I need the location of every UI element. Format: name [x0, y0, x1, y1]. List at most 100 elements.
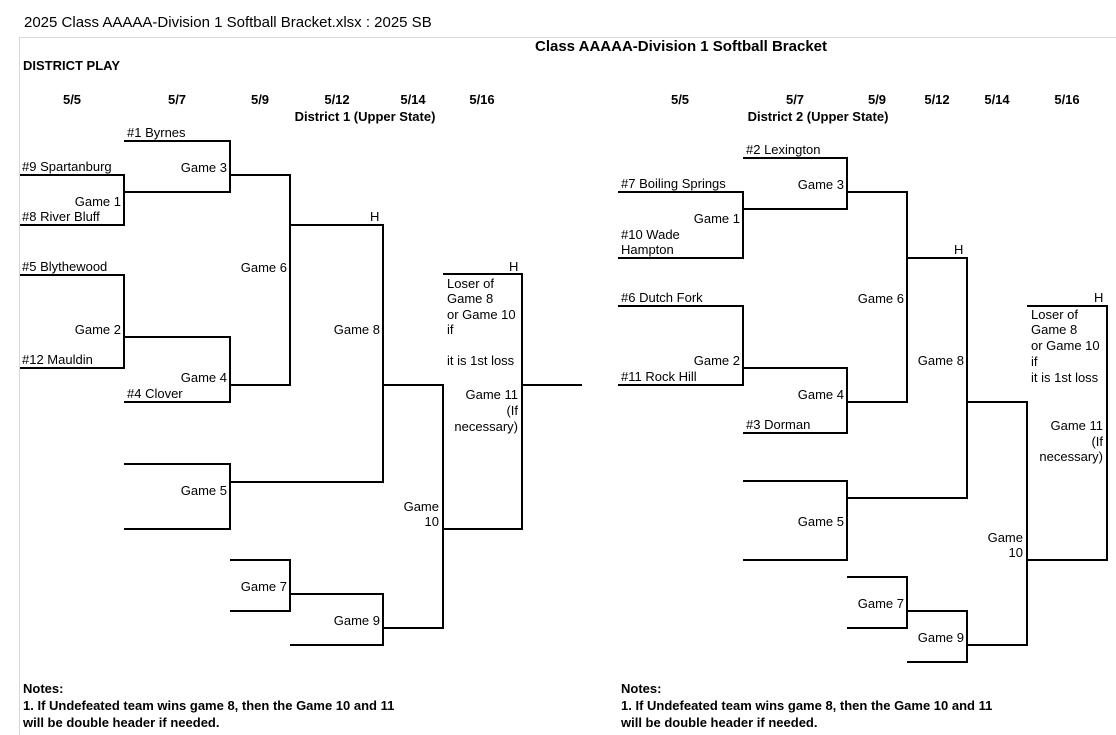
right-game1-label: Game 1	[693, 211, 740, 226]
right-home-g8: H	[954, 242, 964, 257]
left-home-g8: H	[370, 209, 380, 224]
right-game3-bracket	[743, 157, 848, 210]
left-district-label: District 1 (Upper State)	[294, 109, 436, 124]
left-game4-label: Game 4	[180, 370, 227, 385]
right-team-seed7: #7 Boiling Springs	[621, 176, 726, 191]
right-game5-bracket	[743, 480, 848, 561]
right-date-col2: 5/7	[785, 92, 805, 107]
right-game9-bracket	[907, 610, 968, 663]
right-game4-label: Game 4	[797, 387, 844, 402]
right-notes-heading: Notes:	[621, 681, 662, 696]
left-game6-bracket	[230, 174, 291, 386]
window-title: 2025 Class AAAAA-Division 1 Softball Bra…	[24, 14, 432, 31]
right-notes-line1: 1. If Undefeated team wins game 8, then …	[621, 698, 993, 713]
right-team-seed3: #3 Dorman	[746, 417, 811, 432]
left-game8-label: Game 8	[333, 322, 380, 337]
left-game11-label: Game 11	[465, 387, 518, 402]
right-game11-if: (If	[1091, 434, 1103, 449]
left-game8-bracket	[230, 224, 384, 483]
left-game10-label-b: 10	[424, 514, 439, 529]
right-game4-bracket	[743, 367, 848, 434]
right-game11-label: Game 11	[1050, 418, 1103, 433]
right-team-seed11: #11 Rock Hill	[621, 369, 697, 384]
right-game6-label: Game 6	[857, 291, 904, 306]
left-game11-necessary: necessary)	[454, 419, 518, 434]
left-team-seed4: #4 Clover	[127, 386, 183, 401]
left-game6-label: Game 6	[240, 260, 287, 275]
right-loser-line2: Game 8	[1031, 322, 1078, 337]
left-game5-bracket	[124, 463, 231, 530]
left-date-col3: 5/9	[250, 92, 270, 107]
left-game1-bracket	[20, 174, 125, 226]
right-game11-bracket	[1027, 305, 1108, 561]
right-game9-label: Game 9	[917, 630, 964, 645]
left-date-col2: 5/7	[167, 92, 187, 107]
right-game5-label: Game 5	[797, 514, 844, 529]
right-game2-bracket	[618, 305, 744, 386]
left-loser-line5: it is 1st loss	[447, 353, 515, 368]
left-game3-label: Game 3	[180, 160, 227, 175]
right-team-seed2: #2 Lexington	[746, 142, 821, 157]
right-game2-label: Game 2	[693, 353, 740, 368]
right-loser-line1: Loser of	[1031, 307, 1078, 322]
left-loser-line3: or Game 10	[447, 307, 516, 322]
left-date-col1: 5/5	[62, 92, 82, 107]
left-team-seed5: #5 Blythewood	[22, 259, 108, 274]
left-game9-label: Game 9	[333, 613, 380, 628]
right-team-seed10-b: Hampton	[621, 242, 674, 257]
left-date-col6: 5/16	[469, 92, 495, 107]
left-game7-label: Game 7	[240, 579, 287, 594]
right-team-seed6: #6 Dutch Fork	[621, 290, 703, 305]
bracket-title: Class AAAAA-Division 1 Softball Bracket	[534, 38, 828, 55]
right-game8-bracket	[847, 257, 968, 499]
right-date-col1: 5/5	[670, 92, 690, 107]
left-game11-bracket	[443, 273, 523, 530]
left-date-col5: 5/14	[400, 92, 426, 107]
left-loser-line2: Game 8	[447, 291, 494, 306]
right-home-g11: H	[1094, 290, 1104, 305]
left-team-seed12: #12 Mauldin	[22, 352, 93, 367]
left-game9-bracket	[290, 593, 384, 646]
left-date-col4: 5/12	[324, 92, 350, 107]
right-game7-bracket	[847, 576, 908, 629]
right-game6-bracket	[847, 191, 908, 403]
right-game1-bracket	[618, 191, 744, 259]
right-game10-bracket	[967, 401, 1028, 646]
right-game8-label: Game 8	[917, 353, 964, 368]
left-notes-heading: Notes:	[23, 681, 64, 696]
left-game2-bracket	[20, 274, 125, 369]
left-game11-if: (If	[506, 403, 518, 418]
right-loser-line4: if	[1031, 354, 1038, 369]
left-notes-line1: 1. If Undefeated team wins game 8, then …	[23, 698, 395, 713]
right-date-col5: 5/14	[984, 92, 1010, 107]
left-loser-line1: Loser of	[447, 276, 494, 291]
left-notes-line2: will be double header if needed.	[23, 715, 220, 730]
right-district-label: District 2 (Upper State)	[747, 109, 889, 124]
right-game7-label: Game 7	[857, 596, 904, 611]
right-game11-necessary: necessary)	[1039, 449, 1103, 464]
right-date-col6: 5/16	[1054, 92, 1080, 107]
left-game10-label-a: Game	[403, 499, 439, 514]
right-date-col3: 5/9	[867, 92, 887, 107]
right-date-col4: 5/12	[924, 92, 950, 107]
spreadsheet-grid[interactable]	[19, 37, 1116, 735]
right-team-seed10-a: #10 Wade	[621, 227, 680, 242]
left-team-seed1: #1 Byrnes	[127, 125, 186, 140]
left-game1-label: Game 1	[74, 194, 121, 209]
left-game4-bracket	[124, 336, 231, 403]
right-game3-label: Game 3	[797, 177, 844, 192]
left-loser-line4: if	[447, 322, 454, 337]
right-game10-label-a: Game	[987, 530, 1023, 545]
right-loser-line3: or Game 10	[1031, 338, 1100, 353]
right-game10-label-b: 10	[1008, 545, 1023, 560]
right-loser-line5: it is 1st loss	[1031, 370, 1099, 385]
left-game3-bracket	[124, 140, 231, 193]
left-game2-label: Game 2	[74, 322, 121, 337]
left-game5-label: Game 5	[180, 483, 227, 498]
right-notes-line2: will be double header if needed.	[621, 715, 818, 730]
left-game10-bracket	[383, 384, 444, 629]
left-home-g11: H	[509, 259, 519, 274]
left-game7-bracket	[230, 559, 291, 612]
left-team-seed8: #8 River Bluff	[22, 209, 100, 224]
